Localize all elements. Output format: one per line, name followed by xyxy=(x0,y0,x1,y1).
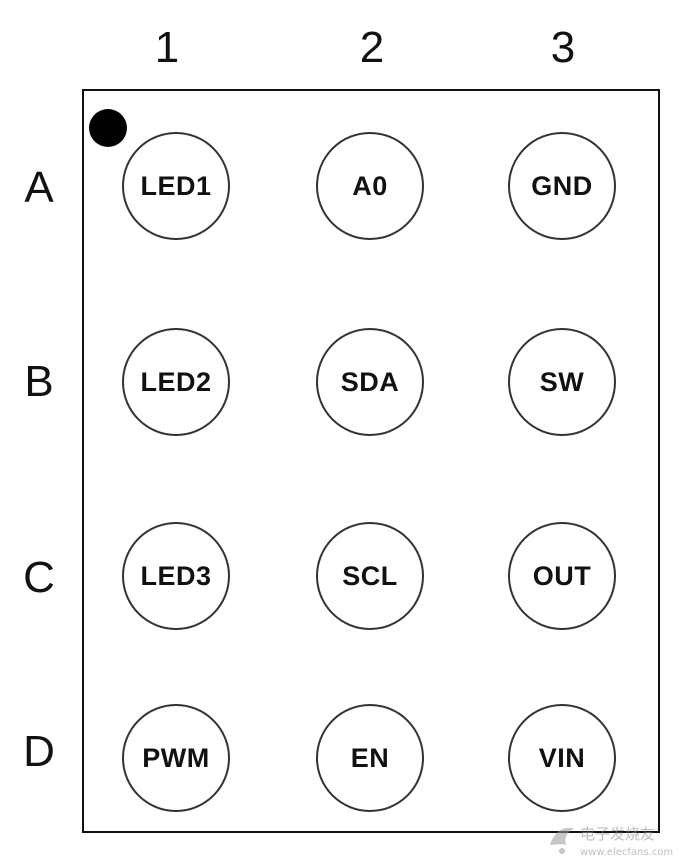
ball-b1: LED2 xyxy=(122,328,230,436)
ball-a2: A0 xyxy=(316,132,424,240)
row-label-c: C xyxy=(23,553,55,602)
watermark-logo: 电子发烧友 www.elecfans.com xyxy=(544,815,694,861)
column-label-1: 1 xyxy=(154,23,180,72)
pin1-marker-dot xyxy=(89,109,127,147)
ball-label-c2: SCL xyxy=(342,560,398,591)
ball-label-a3: GND xyxy=(531,170,593,201)
ball-d2: EN xyxy=(316,704,424,812)
watermark-text: 电子发烧友 xyxy=(580,825,655,843)
ball-c3: OUT xyxy=(508,522,616,630)
ball-label-c3: OUT xyxy=(532,560,592,591)
ball-label-d2: EN xyxy=(350,742,390,773)
ball-a1: LED1 xyxy=(122,132,230,240)
package-outline xyxy=(82,89,660,833)
ball-label-a1: LED1 xyxy=(140,170,212,201)
row-label-b: B xyxy=(24,357,54,406)
ball-d1: PWM xyxy=(122,704,230,812)
ball-b3: SW xyxy=(508,328,616,436)
ball-label-b3: SW xyxy=(539,366,585,397)
ball-a3: GND xyxy=(508,132,616,240)
row-label-a: A xyxy=(24,163,54,212)
column-label-3: 3 xyxy=(550,23,576,72)
column-label-2: 2 xyxy=(359,23,385,72)
ball-label-b2: SDA xyxy=(340,366,400,397)
ball-label-a2: A0 xyxy=(352,170,388,201)
ball-label-c1: LED3 xyxy=(140,560,212,591)
ball-label-d3: VIN xyxy=(538,742,586,773)
ball-label-d1: PWM xyxy=(142,742,210,773)
row-label-d: D xyxy=(23,727,55,776)
ball-c2: SCL xyxy=(316,522,424,630)
ball-label-b1: LED2 xyxy=(140,366,212,397)
watermark-logo-icon: 电子发烧友 www.elecfans.com xyxy=(550,825,673,858)
ball-c1: LED3 xyxy=(122,522,230,630)
watermark-url: www.elecfans.com xyxy=(580,847,673,858)
ball-b2: SDA xyxy=(316,328,424,436)
ball-d3: VIN xyxy=(508,704,616,812)
